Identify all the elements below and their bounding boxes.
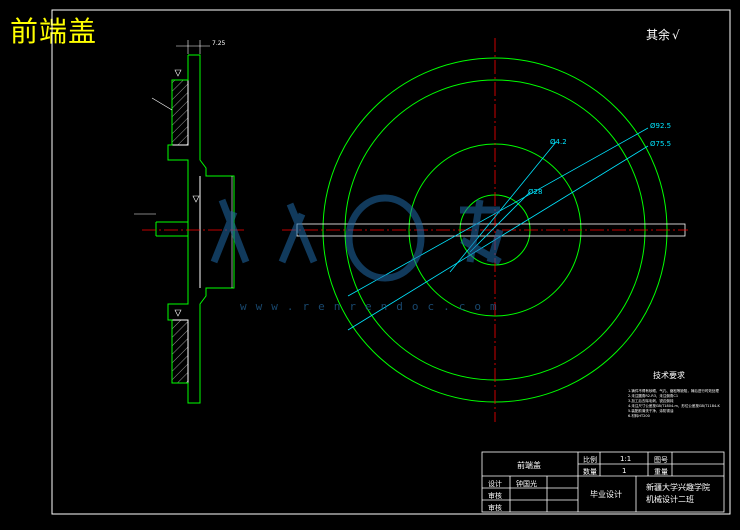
surface-finish-note: 其余√ — [646, 26, 680, 43]
dim-phi92: Ø92.5 — [650, 122, 672, 130]
tb-reviewer-label: 审核 — [488, 504, 502, 512]
roughness-icon-1 — [174, 69, 182, 77]
watermark-logo — [210, 194, 504, 282]
tech-req-line: 5.装配前清洗干净，涂防锈油 — [628, 409, 674, 413]
dim-phi42: Ø4.2 — [550, 138, 567, 146]
dim-phi28: Ø28 — [528, 188, 543, 196]
technical-requirements: 技术要求 1.铸件不得有砂眼、气孔、缩松等缺陷，铸后进行时效处理 2.未注圆角R… — [628, 370, 720, 419]
part-outline — [167, 54, 235, 404]
tb-designer-label: 设计 — [488, 480, 502, 488]
roughness-icon-3 — [174, 309, 182, 317]
surface-finish-icon: √ — [672, 28, 680, 42]
section-dimensions — [134, 40, 233, 317]
tb-project: 毕业设计 — [590, 490, 622, 499]
roughness-icon-2 — [192, 195, 200, 203]
tech-req-line: 3.加工后去除毛刺，锐边倒钝 — [628, 399, 674, 403]
dim-phi75: Ø75.5 — [650, 140, 672, 148]
tech-req-heading: 技术要求 — [653, 371, 685, 380]
tb-school-line2: 机械设计二班 — [646, 495, 694, 504]
tb-school-line1: 新疆大学兴趣学院 — [646, 483, 710, 492]
tb-qty-label: 数量 — [583, 468, 597, 476]
title-block — [481, 451, 725, 513]
tb-qty-value: 1 — [622, 467, 627, 475]
tech-req-line: 4.未注尺寸公差按GB/T1804-m，形位公差按GB/T1184-K — [628, 404, 720, 408]
surface-finish-label: 其余 — [646, 28, 671, 42]
dim-top-width: 7.25 — [212, 40, 226, 47]
leader-phi42 — [449, 141, 557, 273]
tb-part-name: 前端盖 — [517, 461, 541, 470]
tech-req-line: 2.未注圆角R2-R3，未注倒角C1 — [628, 394, 679, 398]
section-view — [155, 54, 235, 404]
drawing-title: 前端盖 — [10, 15, 98, 48]
tb-scale-label: 比例 — [583, 456, 597, 464]
tech-req-line: 1.铸件不得有砂眼、气孔、缩松等缺陷，铸后进行时效处理 — [628, 389, 719, 393]
drawing-frame — [51, 9, 731, 515]
watermark-site: www.renrendoc.com — [240, 300, 506, 313]
title-block-frame — [481, 451, 725, 513]
hatch-lower — [171, 319, 189, 384]
tb-scale-value: 1:1 — [620, 455, 632, 463]
hatch-upper — [171, 79, 189, 146]
tb-drawing-no-label: 图号 — [654, 456, 668, 464]
tb-checker-label: 审核 — [488, 492, 502, 500]
leader-phi28 — [469, 191, 531, 253]
tech-req-line: 6.材料HT200 — [628, 414, 650, 418]
leader-upper — [151, 97, 173, 111]
tb-designer-name: 钟国光 — [516, 480, 537, 488]
tb-weight-label: 重量 — [654, 468, 668, 476]
